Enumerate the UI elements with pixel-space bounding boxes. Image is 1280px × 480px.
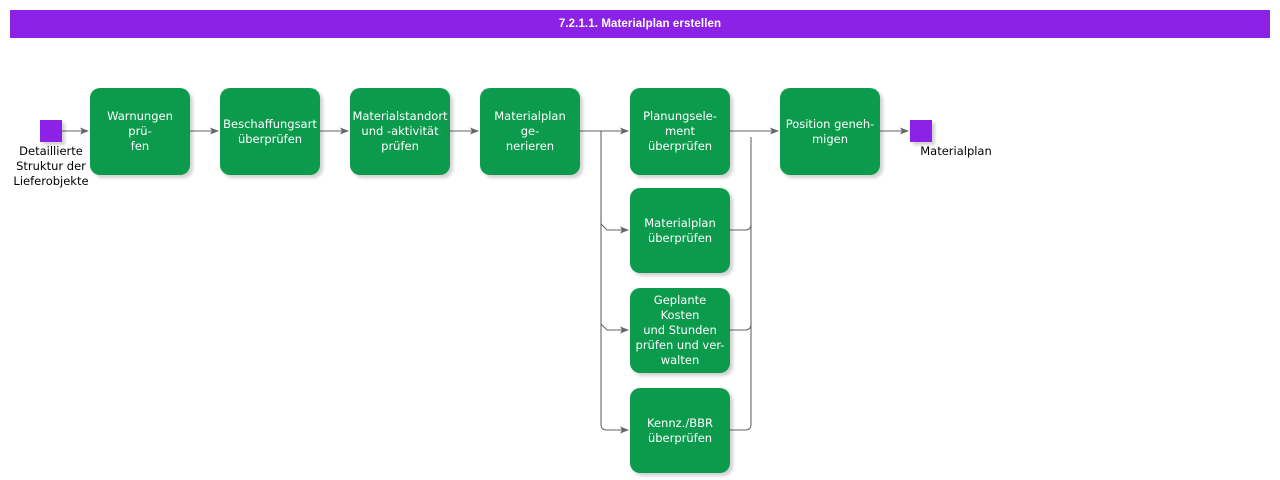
connector-branch3-to-join <box>730 323 752 331</box>
process-node-planungselement-ueberpruefen[interactable]: Planungsele- ment überprüfen <box>630 88 730 175</box>
connector-branch2-to-join <box>730 223 752 231</box>
node-label: Planungsele- ment überprüfen <box>643 109 717 153</box>
connector-fork-to-branch3 <box>600 323 629 334</box>
node-label: Kennz./BBR überprüfen <box>647 415 713 445</box>
node-label: Beschaffungsart überprüfen <box>223 116 317 146</box>
start-terminator[interactable] <box>40 120 62 142</box>
node-label: Materialplan überprüfen <box>644 215 716 245</box>
start-terminator-label: Detaillierte Struktur der Lieferobjekte <box>13 144 89 188</box>
process-node-kennz-bbr-ueberpruefen[interactable]: Kennz./BBR überprüfen <box>630 388 730 473</box>
process-node-position-genehmigen[interactable]: Position geneh- migen <box>780 88 880 175</box>
node-label: Warnungen prü- fen <box>107 109 173 153</box>
process-node-materialplan-ueberpruefen[interactable]: Materialplan überprüfen <box>630 188 730 273</box>
node-label: Geplante Kosten und Stunden prüfen und v… <box>635 293 725 367</box>
end-terminator[interactable] <box>910 120 932 142</box>
connector-branch4-to-join <box>730 423 752 431</box>
title-bar: 7.2.1.1. Materialplan erstellen <box>10 10 1270 38</box>
node-label: Materialstandort und -aktivität prüfen <box>352 109 448 153</box>
connector-fork-to-branch4 <box>600 423 629 434</box>
process-node-materialstandort-aktivitaet-pruefen[interactable]: Materialstandort und -aktivität prüfen <box>350 88 450 175</box>
process-node-geplante-kosten-stunden[interactable]: Geplante Kosten und Stunden prüfen und v… <box>630 288 730 373</box>
process-node-warnungen-pruefen[interactable]: Warnungen prü- fen <box>90 88 190 175</box>
process-node-beschaffungsart-ueberpruefen[interactable]: Beschaffungsart überprüfen <box>220 88 320 175</box>
connector-fork-to-branch2 <box>600 223 629 234</box>
end-terminator-label: Materialplan <box>920 144 992 158</box>
page-title: 7.2.1.1. Materialplan erstellen <box>558 18 722 30</box>
node-label: Materialplan ge- nerieren <box>494 109 566 153</box>
process-node-materialplan-generieren[interactable]: Materialplan ge- nerieren <box>480 88 580 175</box>
node-label: Position geneh- migen <box>785 116 875 146</box>
